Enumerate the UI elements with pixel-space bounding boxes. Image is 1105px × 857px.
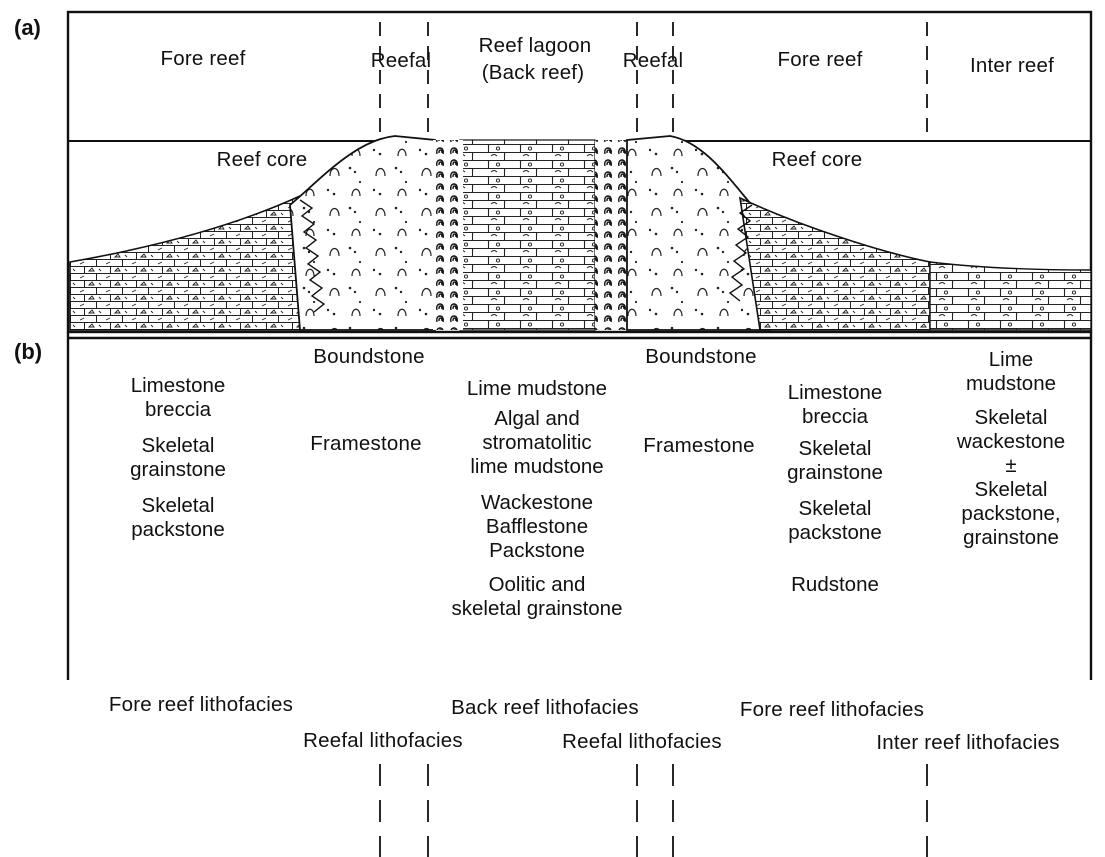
- lithofacies-inter-reef: Inter reef lithofacies: [876, 731, 1059, 755]
- panel-label-a: (a): [14, 16, 41, 40]
- lithology-inter-reef: Lime mudstone Skeletal wackestone ± Skel…: [957, 348, 1065, 550]
- zone-label-fore-reef-right: Fore reef: [778, 48, 863, 72]
- lithology-text: Bafflestone: [452, 515, 623, 539]
- lithology-text: Skeletal: [787, 437, 883, 461]
- lithology-text: stromatolitic: [452, 431, 623, 455]
- lithology-boundstone-left: Boundstone: [313, 345, 424, 369]
- reef-core-label-right: Reef core: [772, 148, 863, 172]
- lithology-boundstone-right: Boundstone: [645, 345, 756, 369]
- lithology-text: skeletal grainstone: [452, 597, 623, 621]
- reef-core-label-left: Reef core: [217, 148, 308, 172]
- lithology-text: packstone,: [957, 502, 1065, 526]
- lithology-framestone-left: Framestone: [310, 432, 421, 456]
- lithology-text: Skeletal: [130, 434, 226, 458]
- lithology-text: grainstone: [787, 461, 883, 485]
- right-framestone-column: [595, 140, 627, 330]
- right-fore-reef-beds: [740, 198, 930, 330]
- lithology-text: Skeletal: [787, 497, 883, 521]
- left-framestone-column: [433, 140, 463, 330]
- lithology-text: mudstone: [957, 372, 1065, 396]
- zone-boundaries-a: [380, 22, 927, 136]
- lithology-text: Lime: [957, 348, 1065, 372]
- lithology-fore-reef-right: Limestone breccia Skeletal grainstone Sk…: [787, 381, 883, 597]
- zone-boundaries-bottom: [380, 764, 927, 857]
- lithology-text: packstone: [787, 521, 883, 545]
- lithology-text: Lime mudstone: [452, 377, 623, 401]
- zone-label-reef-lagoon: Reef lagoon: [479, 34, 592, 58]
- lithology-framestone-right: Framestone: [643, 434, 754, 458]
- lithology-text: Skeletal: [130, 494, 226, 518]
- lithology-text: packstone: [130, 518, 226, 542]
- lithology-text: lime mudstone: [452, 455, 623, 479]
- lithofacies-fore-reef-left: Fore reef lithofacies: [109, 693, 293, 717]
- lithofacies-fore-reef-right: Fore reef lithofacies: [740, 698, 924, 722]
- lithology-text: breccia: [787, 405, 883, 429]
- lithofacies-reefal-left: Reefal lithofacies: [303, 729, 463, 753]
- lithology-text: Limestone: [130, 374, 226, 398]
- zone-label-reefal-right: Reefal: [623, 49, 683, 73]
- left-fore-reef-beds: [70, 196, 312, 330]
- lithology-text: Algal and: [452, 407, 623, 431]
- lithology-text: ±: [957, 454, 1065, 478]
- lithology-back-reef: Lime mudstone Algal and stromatolitic li…: [452, 377, 623, 621]
- zone-label-reefal-left: Reefal: [371, 49, 431, 73]
- panel-label-b: (b): [14, 340, 42, 364]
- back-reef-lagoon-beds: [460, 140, 595, 330]
- zone-label-inter-reef: Inter reef: [970, 54, 1054, 78]
- lithology-text: Wackestone: [452, 491, 623, 515]
- lithology-text: breccia: [130, 398, 226, 422]
- lithofacies-reefal-right: Reefal lithofacies: [562, 730, 722, 754]
- lithology-text: Skeletal: [957, 478, 1065, 502]
- left-reef-core: [290, 136, 435, 330]
- lithology-text: Rudstone: [787, 573, 883, 597]
- lithofacies-back-reef: Back reef lithofacies: [451, 696, 639, 720]
- lithology-text: Limestone: [787, 381, 883, 405]
- zone-label-back-reef: (Back reef): [482, 61, 584, 85]
- lithology-text: Packstone: [452, 539, 623, 563]
- lithology-text: grainstone: [130, 458, 226, 482]
- inter-reef-beds: [930, 262, 1091, 330]
- lithology-text: wackestone: [957, 430, 1065, 454]
- zone-label-fore-reef-left: Fore reef: [161, 47, 246, 71]
- lithology-text: grainstone: [957, 526, 1065, 550]
- lithology-fore-reef-left: Limestone breccia Skeletal grainstone Sk…: [130, 374, 226, 542]
- lithology-text: Skeletal: [957, 406, 1065, 430]
- lithology-text: Oolitic and: [452, 573, 623, 597]
